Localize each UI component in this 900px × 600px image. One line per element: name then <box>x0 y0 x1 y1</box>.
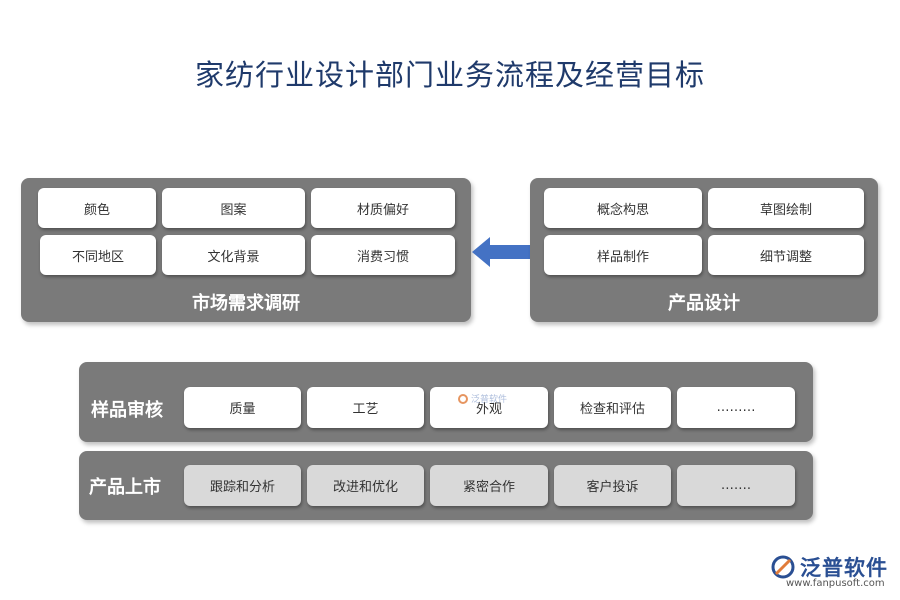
market-research-panel: 颜色 图案 材质偏好 不同地区 文化背景 消费习惯 市场需求调研 <box>21 178 471 322</box>
sample-review-item: 外观 <box>430 387 548 428</box>
brand-name: 泛普软件 <box>800 556 888 580</box>
market-research-item: 消费习惯 <box>311 235 455 275</box>
page-title: 家纺行业设计部门业务流程及经营目标 <box>194 58 705 92</box>
market-research-label: 市场需求调研 <box>192 293 300 314</box>
product-design-item: 样品制作 <box>544 235 702 275</box>
product-launch-item: 改进和优化 <box>307 465 424 506</box>
sample-review-item: ……… <box>677 387 795 428</box>
product-design-item: 细节调整 <box>708 235 864 275</box>
brand-logo: 泛普软件 <box>770 552 888 582</box>
watermark-text: 泛普软件 <box>471 395 508 405</box>
product-launch-item: 客户投诉 <box>554 465 671 506</box>
market-research-item: 颜色 <box>38 188 156 228</box>
market-research-item: 材质偏好 <box>311 188 455 228</box>
product-launch-item: 跟踪和分析 <box>184 465 301 506</box>
brand-icon <box>771 555 795 579</box>
sample-review-label: 样品审核 <box>91 400 163 421</box>
market-research-item: 不同地区 <box>40 235 156 275</box>
product-design-panel: 概念构思 草图绘制 样品制作 细节调整 产品设计 <box>530 178 878 322</box>
flow-arrow-left-icon <box>472 237 532 267</box>
watermark-icon <box>458 393 468 404</box>
product-design-item: 概念构思 <box>544 188 702 228</box>
market-research-item: 文化背景 <box>162 235 305 275</box>
brand-url: www.fanpusoft.com <box>786 578 885 589</box>
product-launch-panel: 产品上市 跟踪和分析 改进和优化 紧密合作 客户投诉 ……. <box>79 451 813 520</box>
product-launch-item: ……. <box>677 465 795 506</box>
sample-review-item: 工艺 <box>307 387 424 428</box>
market-research-item: 图案 <box>162 188 305 228</box>
watermark-logo: 泛普软件 <box>458 392 507 405</box>
product-design-item: 草图绘制 <box>708 188 864 228</box>
product-launch-item: 紧密合作 <box>430 465 548 506</box>
sample-review-panel: 样品审核 质量 工艺 外观 检查和评估 ……… <box>79 362 813 442</box>
sample-review-item: 检查和评估 <box>554 387 671 428</box>
product-launch-label: 产品上市 <box>89 477 161 498</box>
product-design-label: 产品设计 <box>668 293 740 314</box>
sample-review-item: 质量 <box>184 387 301 428</box>
